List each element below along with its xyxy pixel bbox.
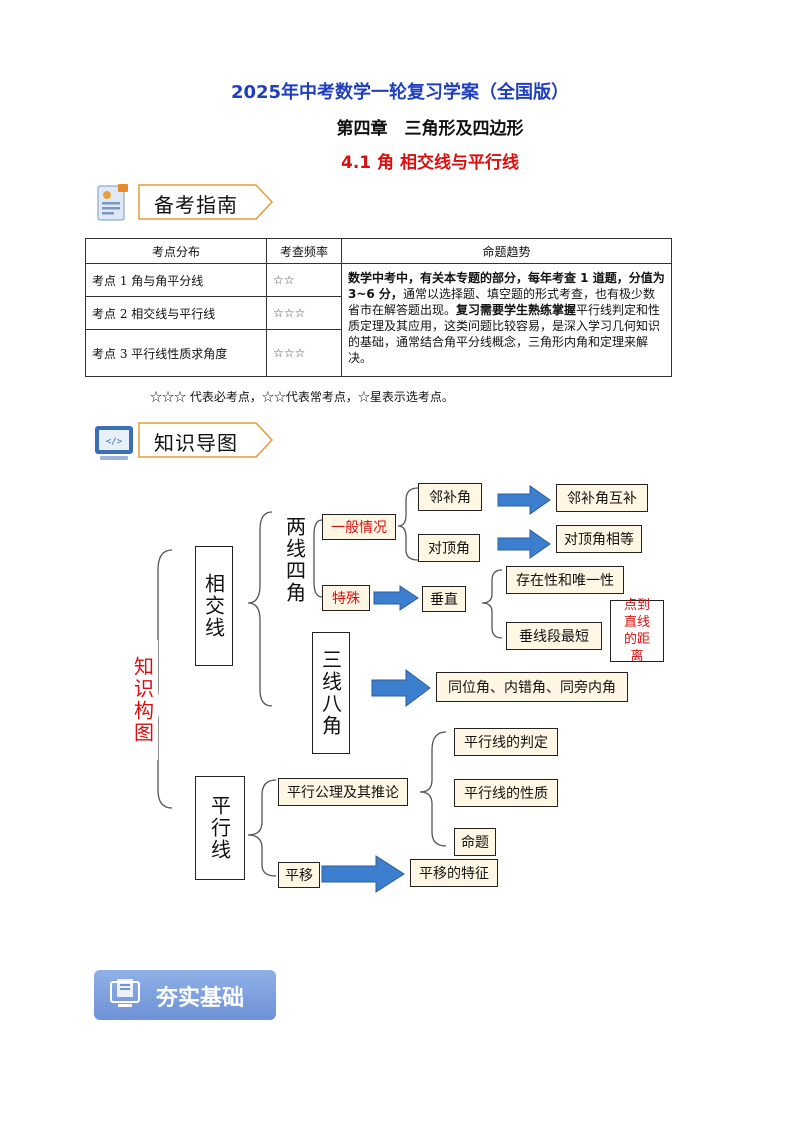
column-header: 考点分布 xyxy=(85,238,267,264)
chapter-title: 第四章 三角形及四边形 xyxy=(336,119,524,139)
map-branch-parallel-lines: 平行线 xyxy=(195,776,245,880)
map-node-angle-types: 同位角、内错角、同旁内角 xyxy=(436,672,628,702)
map-node-vertical-result: 对顶角相等 xyxy=(556,525,642,553)
exam-point-cell: 考点 3 平行线性质求角度 xyxy=(85,329,267,377)
star-legend: ☆☆☆ 代表必考点，☆☆代表常考点，☆星表示选考点。 xyxy=(150,390,454,404)
map-node-perpendicular: 垂直 xyxy=(422,586,466,612)
map-branch-intersecting-lines: 相交线 xyxy=(195,546,233,666)
map-section-label: 知识导图 xyxy=(154,431,238,455)
trend-text: 通常以选择题、填空题的形式考查，也有极少数省市在解答题出现。 xyxy=(348,287,655,317)
frequency-cell: ☆☆ xyxy=(266,263,342,297)
map-node-existence-uniqueness: 存在性和唯一性 xyxy=(506,566,624,594)
table-header-row: 考点分布 考查频率 命题趋势 xyxy=(85,238,672,264)
table-row: 考点 1 角与角平分线 ☆☆ 数学中考中，有关本专题的部分，每年考查 1 道题，… xyxy=(85,263,672,377)
frequency-cell: ☆☆☆ xyxy=(266,329,342,377)
map-node-two-lines-four-angles: 两线四角 xyxy=(280,512,310,608)
trend-text: 数学中考中，有关本专题的部分，每年考查 1 道题，分值为 3~6 分， xyxy=(348,271,665,301)
map-note-point-line-distance: 点到直线的距离 xyxy=(610,598,664,664)
map-node-shortest-perpendicular: 垂线段最短 xyxy=(506,622,602,650)
map-node-parallel-properties: 平行线的性质 xyxy=(454,779,558,807)
map-node-general-case: 一般情况 xyxy=(322,514,396,540)
exam-point-cell: 考点 1 角与角平分线 xyxy=(85,263,267,297)
map-node-vertical-angles: 对顶角 xyxy=(418,534,480,562)
trend-cell: 数学中考中，有关本专题的部分，每年考查 1 道题，分值为 3~6 分，通常以选择… xyxy=(341,263,672,377)
column-header: 命题趋势 xyxy=(341,238,672,264)
document-screen-icon xyxy=(110,979,140,1007)
exam-guide-table: 考点分布 考查频率 命题趋势 考点 1 角与角平分线 ☆☆ 数学中考中，有关本专… xyxy=(85,238,672,377)
map-node-translation-feature: 平移的特征 xyxy=(410,859,498,887)
map-node-proposition: 命题 xyxy=(454,828,496,856)
section-title: 4.1 角 相交线与平行线 xyxy=(341,153,519,173)
map-node-adjacent-result: 邻补角互补 xyxy=(556,484,648,512)
code-monitor-icon: </> xyxy=(92,420,136,464)
table-row: 考点 3 平行线性质求角度 ☆☆☆ xyxy=(85,329,672,377)
foundation-section-banner: 夯实基础 xyxy=(94,970,276,1020)
map-node-three-lines-eight-angles: 三线八角 xyxy=(312,632,350,754)
guide-section-tag: 备考指南 xyxy=(138,184,274,220)
map-root-node: 知识构图 xyxy=(128,640,158,760)
map-node-parallel-axiom: 平行公理及其推论 xyxy=(278,778,408,806)
frequency-cell: ☆☆☆ xyxy=(266,296,342,330)
trend-text: 平行线判定和性质定理及其应用，这类问题比较容易，是深入学习几何知识的基础，通常结… xyxy=(348,303,661,365)
resume-doc-icon xyxy=(92,182,136,226)
map-node-parallel-criteria: 平行线的判定 xyxy=(454,728,558,756)
guide-section-label: 备考指南 xyxy=(154,193,238,217)
map-section-tag: 知识导图 xyxy=(138,422,274,458)
map-node-special-case: 特殊 xyxy=(322,585,370,611)
svg-text:</>: </> xyxy=(106,437,123,447)
document-title: 2025年中考数学一轮复习学案（全国版） xyxy=(230,82,570,103)
map-node-adjacent-supplementary: 邻补角 xyxy=(418,483,482,511)
trend-text: 复习需要学生熟练掌握 xyxy=(456,303,577,317)
map-node-translation: 平移 xyxy=(278,862,320,888)
foundation-section-label: 夯实基础 xyxy=(156,986,245,1011)
